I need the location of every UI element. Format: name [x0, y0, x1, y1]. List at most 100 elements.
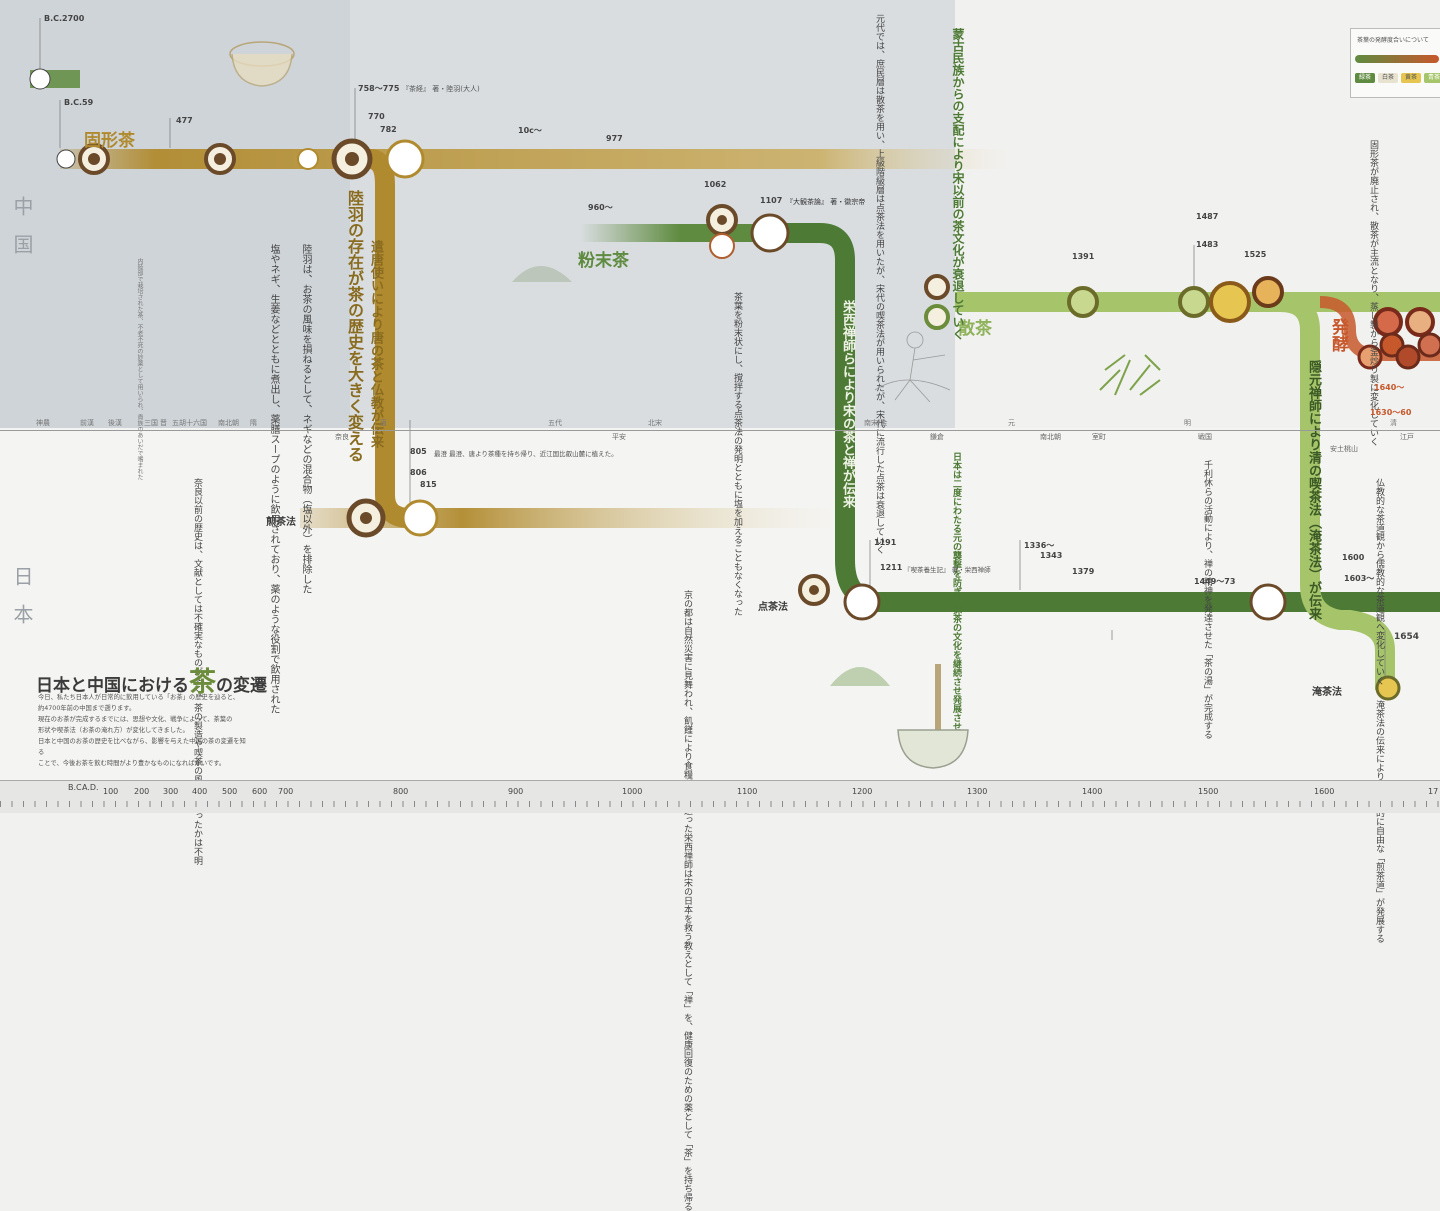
japan-era-band: 奈良 平安 鎌倉 南北朝 室町 戦国 安土桃山 江戸 — [0, 432, 1440, 453]
event-782: 782 — [380, 125, 397, 134]
intro-line-1: 今日、私たち日本人が日常的に飲用している「お茶」の歴史を辿ると、 — [38, 694, 240, 701]
axis-tick-1600: 1600 — [1314, 787, 1335, 796]
tea-bowl-whisk-illustration — [897, 664, 969, 769]
axis-tick-1500: 1500 — [1198, 787, 1219, 796]
axis-tick-600: 600 — [252, 787, 268, 796]
event-1600: 1600 — [1342, 553, 1365, 562]
event-770: 770 — [368, 112, 385, 121]
axis-tick-1100: 1100 — [737, 787, 758, 796]
era-china-13: 明 — [1184, 419, 1191, 427]
legend-item-blue: 青茶 — [1424, 73, 1440, 83]
node-origin — [56, 149, 76, 169]
event-1391: 1391 — [1072, 252, 1095, 261]
label-ferment: 発酵 — [1328, 318, 1348, 352]
event-1191: 1191 — [874, 538, 897, 547]
event-1107: 1107 — [760, 196, 783, 205]
label-powder-tea: 粉末茶 — [578, 251, 629, 271]
paragraph-steep: 淹茶法の伝来により、形式的に自由な「煎茶道」が発展する — [1374, 700, 1384, 943]
era-china-7: 隋 — [250, 419, 257, 427]
node-477-core — [214, 153, 226, 165]
era-china-9: 五代 — [548, 419, 562, 427]
region-label-china: 中国 — [10, 196, 34, 272]
era-japan-7: 江戸 — [1400, 433, 1414, 441]
event-1379: 1379 — [1072, 567, 1095, 576]
node-loose-a — [924, 274, 950, 300]
paragraph-rikuu: 陸羽は、お茶の風味を損ねるとして、ネギなどの混合物（塩以外）を排除した — [298, 244, 313, 594]
ingen-branch-line — [1279, 292, 1395, 690]
timeline-axis: B.C. A.D. 100 200 300 400 500 600 700 80… — [0, 780, 1440, 813]
era-china-8: 唐 — [380, 419, 387, 427]
paragraph-yuan: 元代では、庶民層は散茶を用い、上級階級層は点茶法を用いたが、宋代の喫茶法が用いら… — [872, 14, 886, 554]
event-805-desc: 最澄 最澄、唐より茶種を持ち帰り、近江国比叡山麓に植えた。 — [434, 450, 618, 458]
axis-minor-ticks — [0, 801, 1440, 807]
era-china-0: 神農 — [36, 419, 50, 427]
legend-item-white: 白茶 — [1378, 73, 1398, 83]
teacup-illustration — [229, 41, 295, 87]
event-960: 960〜 — [588, 203, 613, 212]
paragraph-solid-end: 固形茶が廃止され、散茶が主流となり、蒸し製から釜炒り製に変化していく — [1366, 140, 1380, 446]
legend-gradient-bar — [1355, 55, 1439, 63]
event-1630: 1630〜60 — [1370, 408, 1412, 417]
intro-line-5: 日本と中国のお茶の歴史を比べながら、影響を与えた中国の茶の変遷を知る — [38, 738, 246, 756]
axis-tick-1000: 1000 — [622, 787, 643, 796]
event-1336: 1336〜 — [1024, 541, 1055, 550]
event-1211-desc: 『喫茶養生記』 著・栄西禅師 — [904, 566, 991, 574]
node-1487 — [1178, 286, 1210, 318]
node-bc2700 — [29, 68, 51, 90]
event-758-desc: 『茶経』 著・陸羽(大人) — [402, 85, 480, 93]
solid-tea-line — [60, 149, 1010, 169]
axis-tick-1400: 1400 — [1082, 787, 1103, 796]
era-japan-0: 奈良 — [335, 433, 349, 441]
loose-leaf-illustration — [1099, 354, 1161, 396]
event-815: 815 — [420, 480, 437, 489]
axis-tick-ad: A.D. — [82, 783, 99, 792]
china-era-band: 神農 前漢 後漢 三国 晋 五胡十六国 南北朝 隋 唐 五代 北宋 南宋/金 元… — [0, 418, 1440, 430]
headline-mongol: 蒙古民族からの支配により宋以前の茶文化が衰退していく — [951, 28, 965, 340]
intro-paragraph: 今日、私たち日本人が日常的に飲用している「お茶」の歴史を辿ると、 約4700年前… — [38, 692, 248, 769]
paragraph-confucian: 仏教的な茶道観から儒教的な茶道観へ変化していく — [1372, 478, 1386, 685]
node-1391 — [1067, 286, 1099, 318]
legend-item-green: 緑茶 — [1355, 73, 1375, 83]
event-1062: 1062 — [704, 180, 727, 189]
node-1062b — [709, 233, 735, 259]
event-10c: 10c〜 — [518, 126, 542, 135]
event-1483: 1483 — [1196, 240, 1219, 249]
headline-ingen: 隠元禅師により清の喫茶法（淹茶法）が伝来 — [1306, 360, 1321, 620]
event-1107-desc: 『大観茶論』 著・徽宗帝 — [786, 198, 866, 206]
label-steep-method: 淹茶法 — [1312, 687, 1342, 698]
node-bc59-core — [88, 153, 100, 165]
title-prefix: 日本と中国における — [36, 676, 189, 696]
era-china-6: 南北朝 — [218, 419, 239, 427]
axis-tick-1300: 1300 — [967, 787, 988, 796]
powder-pile-illustration — [512, 266, 572, 282]
event-758: 758〜775 — [358, 84, 400, 93]
era-japan-6: 安土桃山 — [1330, 445, 1358, 453]
paragraph-kyoto: 京の都は自然災害に見舞われ、飢饉により食糧が溢れ返った栄西禅師は宋の日本を救う教… — [682, 590, 692, 1211]
node-ferment-f — [1417, 332, 1440, 358]
event-1211: 1211 — [880, 563, 903, 572]
label-solid-tea: 固形茶 — [84, 131, 135, 151]
event-1487: 1487 — [1196, 212, 1219, 221]
axis-tick-200: 200 — [134, 787, 150, 796]
era-china-10: 北宋 — [648, 419, 662, 427]
node-782 — [385, 139, 425, 179]
era-china-3: 三国 — [144, 419, 158, 427]
node-770 — [297, 148, 319, 170]
event-806: 806 — [410, 468, 427, 477]
era-china-2: 後漢 — [108, 419, 122, 427]
node-1211 — [843, 583, 881, 621]
event-bc2700: B.C.2700 — [44, 14, 85, 23]
axis-tick-bc: B.C. — [68, 783, 85, 792]
node-1062-core — [717, 215, 727, 225]
powder-pile-illustration-2 — [830, 667, 890, 686]
era-china-12: 元 — [1008, 419, 1015, 427]
headline-kentoshi: 遣唐使いにより唐の茶と仏教が伝来 — [368, 240, 383, 448]
axis-tick-700: 700 — [278, 787, 294, 796]
event-1603: 1603〜 — [1344, 574, 1375, 583]
paragraph-rikyu: 千利休らの活動により、禅の精神を発達させた「茶の湯」が完成する — [1200, 460, 1214, 739]
era-china-1: 前漢 — [80, 419, 94, 427]
era-china-5: 五胡十六国 — [172, 419, 207, 427]
era-japan-1: 平安 — [612, 433, 626, 441]
event-1525: 1525 — [1244, 250, 1267, 259]
label-sencha-method: 煎茶法 — [266, 517, 296, 528]
